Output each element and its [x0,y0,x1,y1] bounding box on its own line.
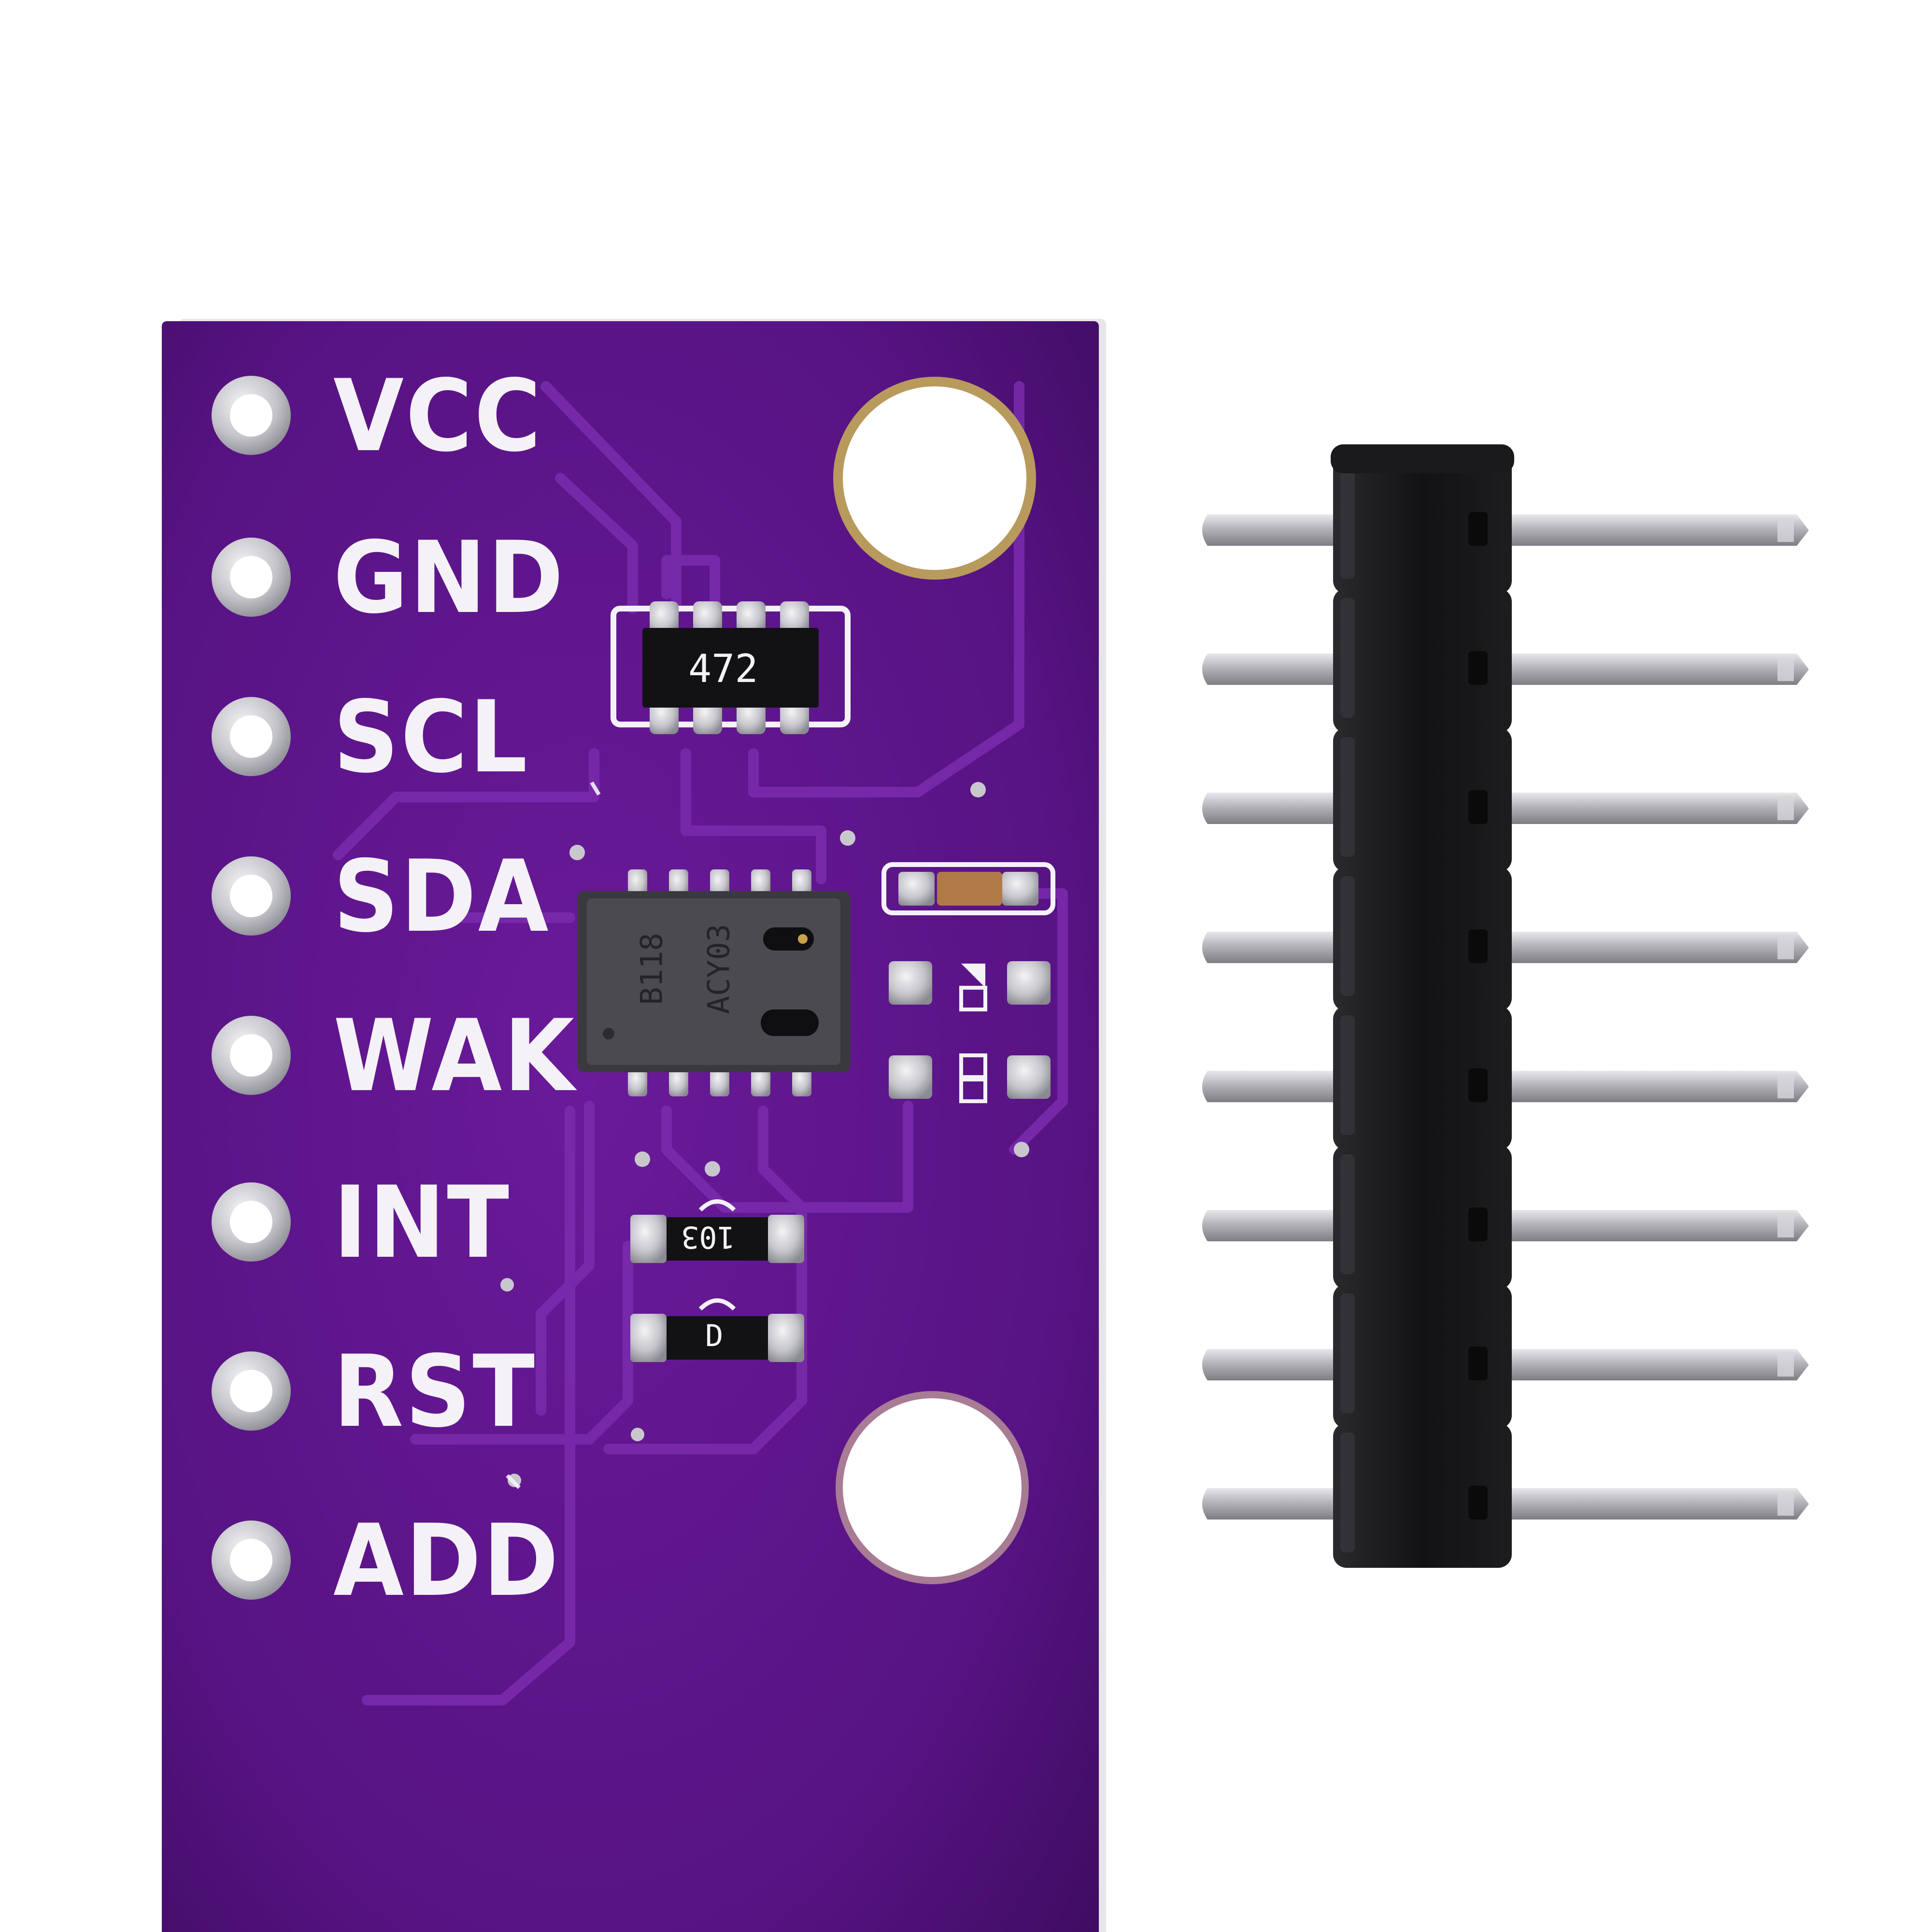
solder-jumpers [889,961,1051,1103]
header-plastic-segment [1333,588,1512,733]
pin-pads [212,376,291,1600]
header-plastic-segment [1333,449,1512,594]
header-plastic-segment [1333,1145,1512,1290]
pad-rst [212,1351,291,1431]
pad-int [212,1182,291,1262]
header-pin [1202,932,1809,963]
silk-markers [506,781,601,1489]
pad-gnd [212,538,291,617]
resistor-array [611,601,851,734]
header-pin [1202,1210,1809,1241]
header-pin [1202,1349,1809,1380]
pin-header [1202,444,1809,1568]
sensor-window-bottom [761,1009,819,1036]
pad-add [212,1520,291,1600]
pad-scl [212,697,291,776]
header-pin [1202,793,1809,824]
diode [630,1298,804,1362]
smd-capacitor [881,862,1055,915]
pcb-board [162,319,1106,1932]
header-pin [1202,1071,1809,1102]
header-top-cap [1331,444,1514,473]
sensor-chip [577,869,850,1096]
mounting-hole-top [833,377,1036,580]
sensor-window-top [763,927,814,951]
header-pin [1202,653,1809,685]
header-pin [1202,1488,1809,1520]
header-pin [1202,514,1809,546]
resistor-103 [630,1199,804,1263]
header-plastic-segment [1333,867,1512,1011]
header-plastic-segment [1333,1006,1512,1151]
pad-wak [212,1016,291,1095]
header-plastic-segment [1333,727,1512,872]
header-plastic-segment [1333,1423,1512,1568]
pad-sda [212,856,291,936]
pcb-traces [333,381,1068,1705]
header-plastic-segment [1333,1284,1512,1429]
pad-vcc [212,376,291,455]
mounting-hole-bottom [836,1391,1029,1584]
